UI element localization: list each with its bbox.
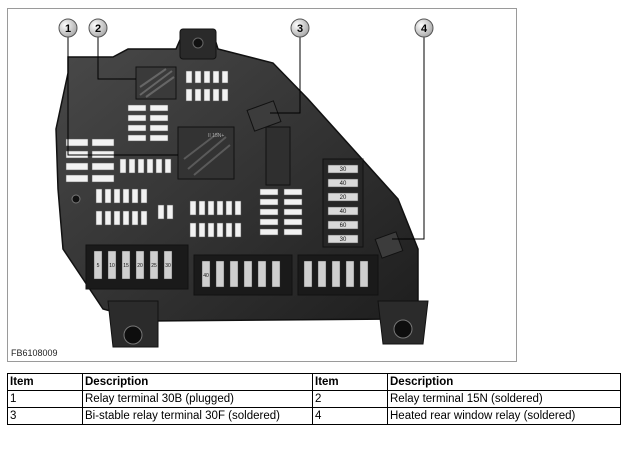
relay-label: II 15N+ [208, 133, 224, 139]
fuse-label: 10 [109, 263, 115, 269]
table-row: 3 Bi-stable relay terminal 30F (soldered… [7, 407, 621, 425]
table-row: 1 Relay terminal 30B (plugged) 2 Relay t… [7, 390, 621, 408]
connector-row-bottom: 5 10 15 20 25 30 40 [85, 244, 379, 296]
fuse-label: 40 [203, 273, 209, 279]
callout-1: 1 [58, 18, 78, 38]
fuse-label: 30 [165, 263, 171, 269]
fuse-box-figure: II 15N+ [7, 8, 517, 362]
item-description: Bi-stable relay terminal 30F (soldered) [82, 407, 313, 425]
fuse-label: 5 [97, 263, 100, 269]
item-description: Heated rear window relay (soldered) [387, 407, 621, 425]
fuse-label: 20 [340, 195, 347, 201]
header-item: Item [7, 373, 83, 391]
item-description: Relay terminal 30B (plugged) [82, 390, 313, 408]
fuse-row-top [185, 70, 229, 102]
fuse-label: 25 [151, 263, 157, 269]
fuse-label: 40 [340, 181, 347, 187]
fuse-label: 30 [340, 167, 347, 173]
item-number: 3 [7, 407, 83, 425]
item-description: Relay terminal 15N (soldered) [387, 390, 621, 408]
header-item: Item [312, 373, 388, 391]
header-description: Description [82, 373, 313, 391]
fuse-block-right [259, 188, 303, 236]
fuse-label: 30 [340, 237, 347, 243]
mounting-foot-left [107, 300, 159, 348]
fuse-label: 40 [340, 209, 347, 215]
callout-2: 2 [88, 18, 108, 38]
svg-text:1: 1 [65, 23, 71, 35]
fuse-label: 60 [340, 223, 347, 229]
fuse-row-middle [95, 158, 242, 238]
legend-header-row: Item Description Item Description [7, 373, 621, 391]
relay-heated-rear-window [374, 231, 404, 259]
svg-text:4: 4 [421, 23, 428, 35]
maxi-fuse-column: 30 40 20 40 60 30 [322, 158, 364, 248]
item-number: 4 [312, 407, 388, 425]
fuse-label: 15 [123, 263, 129, 269]
fuse-column-left [65, 104, 169, 183]
item-number: 1 [7, 390, 83, 408]
fuse-box-illustration: II 15N+ [55, 18, 434, 348]
callout-leaders [67, 37, 425, 240]
svg-text:2: 2 [95, 23, 101, 35]
svg-text:3: 3 [297, 23, 303, 35]
callout-4: 4 [414, 18, 434, 38]
callout-3: 3 [290, 18, 310, 38]
header-description: Description [387, 373, 621, 391]
item-number: 2 [312, 390, 388, 408]
legend-table: Item Description Item Description 1 Rela… [7, 373, 621, 425]
fuse-label: 20 [137, 263, 143, 269]
relay-30f [246, 100, 282, 132]
figure-code: FB6108009 [11, 348, 58, 358]
